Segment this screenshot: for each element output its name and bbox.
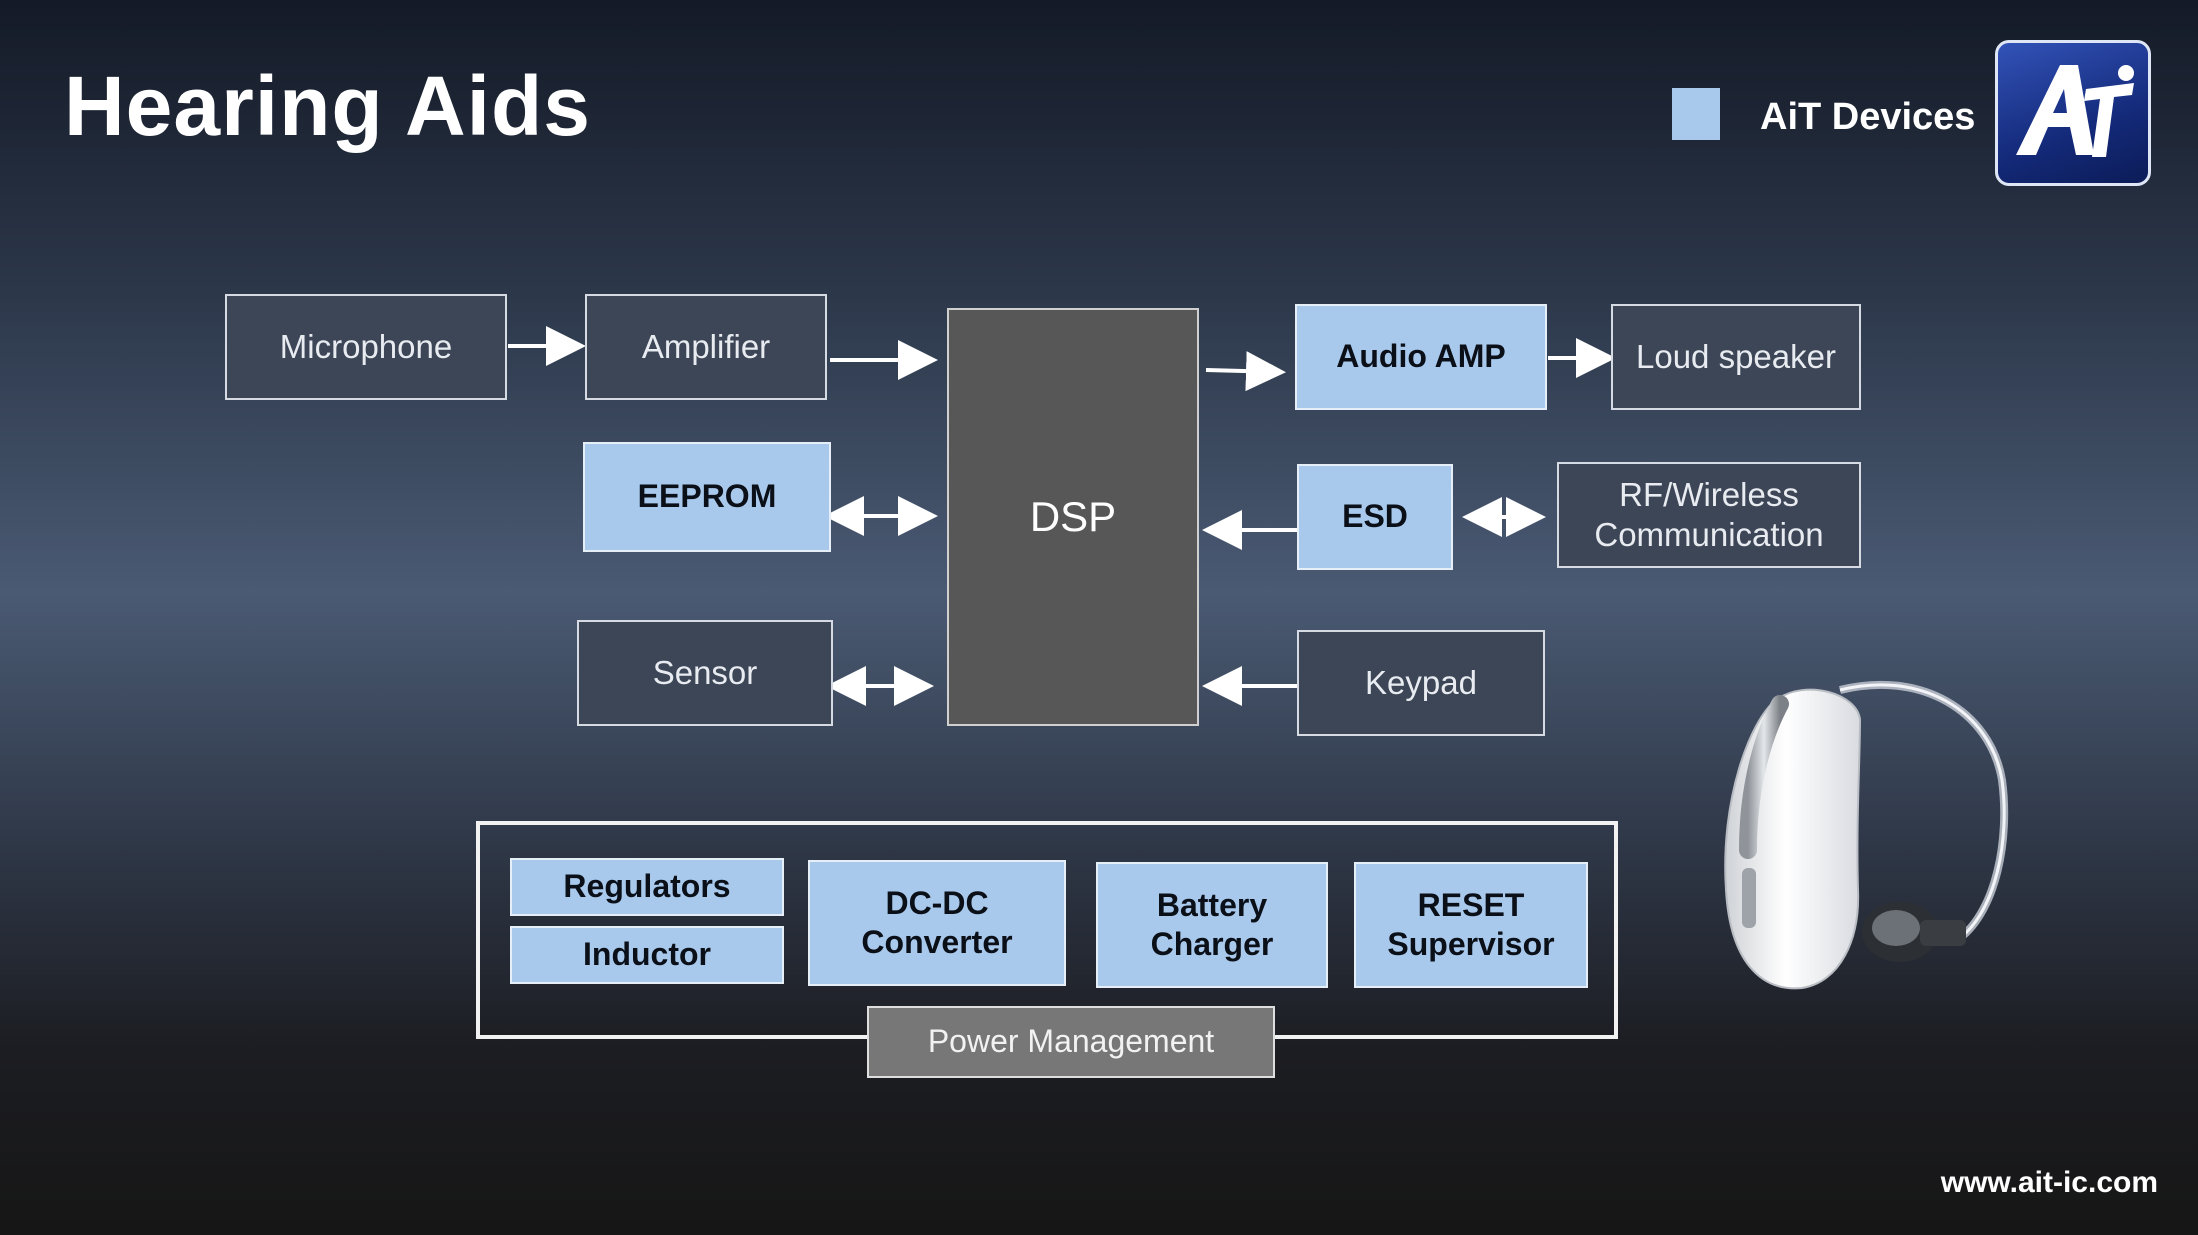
dsp-block: DSP bbox=[947, 308, 1199, 726]
legend-label: AiT Devices bbox=[1760, 96, 1976, 138]
microphone-block: Microphone bbox=[225, 294, 507, 400]
audio-amp-block: Audio AMP bbox=[1295, 304, 1547, 410]
footer-url: www.ait-ic.com bbox=[1940, 1166, 2158, 1199]
reset-supervisor-block: RESET Supervisor bbox=[1354, 862, 1588, 988]
dcdc-converter-block: DC-DC Converter bbox=[808, 860, 1066, 986]
power-management-label: Power Management bbox=[867, 1006, 1275, 1078]
arrow-dsp-to-audioamp bbox=[1205, 351, 1286, 392]
rf-wireless-block: RF/Wireless Communication bbox=[1557, 462, 1861, 568]
legend-swatch bbox=[1672, 88, 1720, 140]
sensor-block: Sensor bbox=[577, 620, 833, 726]
page-title: Hearing Aids bbox=[64, 59, 591, 153]
hearing-aid-icon bbox=[1724, 680, 2009, 990]
keypad-block: Keypad bbox=[1297, 630, 1545, 736]
ait-logo-icon bbox=[1995, 40, 2151, 186]
inductor-block: Inductor bbox=[510, 926, 784, 984]
eeprom-block: EEPROM bbox=[583, 442, 831, 552]
battery-charger-block: Battery Charger bbox=[1096, 862, 1328, 988]
esd-block: ESD bbox=[1297, 464, 1453, 570]
regulators-block: Regulators bbox=[510, 858, 784, 916]
amplifier-block: Amplifier bbox=[585, 294, 827, 400]
loud-speaker-block: Loud speaker bbox=[1611, 304, 1861, 410]
